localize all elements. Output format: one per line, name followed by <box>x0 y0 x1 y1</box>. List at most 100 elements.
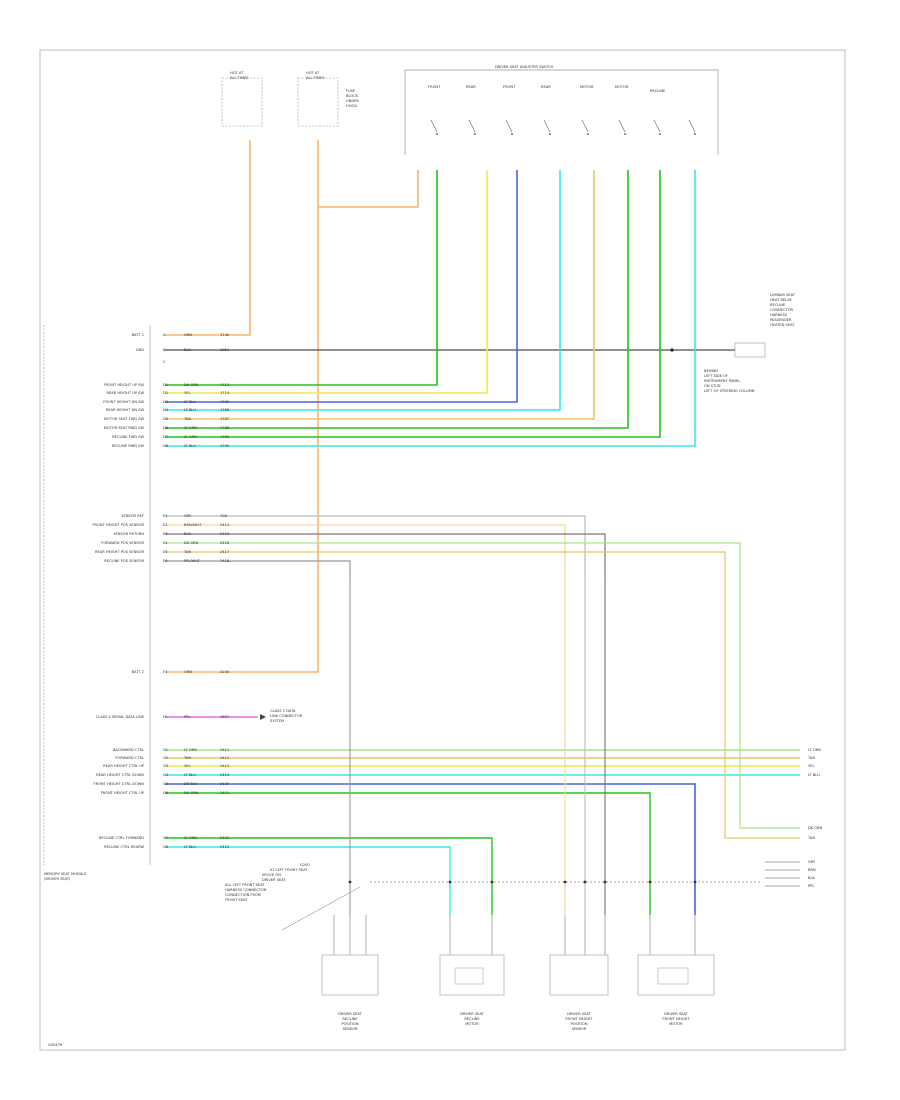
batt2-pin-num-0: F1 <box>163 670 167 674</box>
lower-pin-name-7: RECLINE CTRL REARW <box>104 845 144 849</box>
wire-sensor-3 <box>165 542 741 580</box>
bottom-comp-3-1: FRONT HEIGHT <box>662 1017 690 1021</box>
middle-pin-num-0: E1 <box>163 514 168 518</box>
switch-contact-6 <box>653 119 661 133</box>
switch-terminal-5 <box>624 133 626 135</box>
wire-switch-7 <box>165 170 696 447</box>
switch-terminal-0 <box>436 133 438 135</box>
lower-pin-circ-7: 2423 <box>220 845 229 849</box>
upper-pin-num-7: D5 <box>163 417 168 421</box>
upper-pin-name-10: RECLINE RWD SW <box>112 444 145 448</box>
connector-note-1: ALL LEFT FRONT SEAT <box>225 883 265 887</box>
wire-front-height-up <box>165 792 651 915</box>
bottom-comp-3-0: DRIVER SEAT <box>664 1012 688 1016</box>
upper-pin-circ-1: 1851 <box>220 348 229 352</box>
upper-pin-wire-8: LT GRN <box>184 426 197 430</box>
lower-pin-wire-2: YEL <box>184 764 190 768</box>
switch-terminal-1 <box>474 133 476 135</box>
switch-label-4: REAR <box>541 85 551 89</box>
bottom-comp-1-0: DRIVER SEAT <box>460 1012 484 1016</box>
switch-assembly-title: DRIVER SEAT ADJUSTER SWITCH <box>495 65 553 69</box>
switch-contact-1 <box>468 119 476 133</box>
lower-pin-wire-1: TAN <box>183 756 191 760</box>
upper-pin-circ-10: 1790 <box>220 444 230 448</box>
bottom-comp-0-2: POSITION <box>341 1022 358 1026</box>
splice-dot-4 <box>583 880 587 884</box>
lower-pin-circ-2: 2413 <box>220 764 229 768</box>
right-note-2: HEAT RELAY <box>770 298 793 302</box>
diagram-frame <box>39 49 846 1051</box>
middle-pin-name-5: RECLINE POS SENSOR <box>104 559 144 563</box>
lower-pin-num-2: G3 <box>163 764 168 768</box>
lower-pin-wire-4: DK BLU <box>184 782 198 786</box>
lower-pin-wire-6: LT GRN <box>184 836 197 840</box>
splice-dot-3 <box>563 880 567 884</box>
middle-pin-circ-0: 706 <box>220 514 228 518</box>
fuse-note-3: UNDER <box>346 99 359 103</box>
lower-pin-wire-0: LT GRN <box>184 748 197 752</box>
lower-pin-circ-3: 2419 <box>220 773 230 777</box>
lower-pin-num-3: G4 <box>163 773 169 777</box>
upper-pin-name-9: RECLINE FWD SW <box>112 435 144 439</box>
fuse-note-4: HOOD <box>346 104 357 108</box>
bottom-comp-1-1: RECLINE <box>464 1017 480 1021</box>
upper-pin-wire-1: BLK <box>184 348 191 352</box>
upper-pin-name-3: FRONT HEIGHT UP SW <box>104 383 144 387</box>
upper-pin-circ-9: 1789 <box>220 435 230 439</box>
ground-note-5: LEFT OF STEERING COLUMN <box>704 389 755 393</box>
upper-pin-circ-5: 1785 <box>220 400 229 404</box>
switch-contact-3 <box>543 119 551 133</box>
bottom-comp-2-1: FRONT HEIGHT <box>565 1017 593 1021</box>
module-label-2: (DRIVER SEAT) <box>44 877 71 881</box>
upper-pin-wire-4: YEL <box>184 391 190 395</box>
class2-pin-wire-0: PPL <box>184 715 190 719</box>
wire-sensor-1 <box>165 524 566 580</box>
middle-pin-num-3: E4 <box>163 541 168 545</box>
bottom-comp-2-2: POSITION <box>570 1022 587 1026</box>
switch-label-3: FRONT <box>503 85 516 89</box>
right-note-5: HARNESS <box>770 313 788 317</box>
footer-code: G00476 <box>48 1043 63 1047</box>
driver-seat-switch-assembly: DRIVER SEAT ADJUSTER SWITCH FRONT REAR F… <box>404 65 719 155</box>
switch-contact-4 <box>581 119 589 133</box>
batt2-pin-wire-0: ORN <box>184 670 192 674</box>
lower-pin-wire-5: DK GRN <box>184 791 199 795</box>
wire-switch-4 <box>165 170 595 420</box>
upper-pin-circ-0: 1740 <box>220 333 230 337</box>
upper-pin-num-4: D2 <box>163 391 168 395</box>
middle-pin-circ-1: 2414 <box>220 523 230 527</box>
wire-sensor-2 <box>165 533 606 580</box>
upper-pin-circ-8: 1788 <box>220 426 230 430</box>
ground-splice-3: SPLICE ON <box>262 873 281 877</box>
fuse-note-2: BLOCK <box>346 94 359 98</box>
middle-pin-circ-4: 2417 <box>220 550 229 554</box>
batt2-pin-name-0: BATT 2 <box>132 670 144 674</box>
connector-note-2: HARNESS CONNECTOR <box>225 888 267 892</box>
lower-pin-circ-0: 2411 <box>220 748 229 752</box>
switch-terminal-7 <box>694 133 696 135</box>
lower-pin-wire-7: LT BLU <box>184 845 196 849</box>
lower-pin-circ-4: 2420 <box>220 782 230 786</box>
upper-pin-num-6: D4 <box>163 408 169 412</box>
upper-pin-circ-6: 1786 <box>220 408 230 412</box>
middle-pin-num-5: E6 <box>163 559 168 563</box>
switch-label-1: FRONT <box>428 85 441 89</box>
upper-pin-num-3: D1 <box>163 383 168 387</box>
class2-destination: CLASS 2 DATA LINK CONNECTOR SYSTEM <box>260 709 303 723</box>
wire-rear-pos-right <box>724 580 800 839</box>
upper-pin-wire-9: LT GRN <box>184 435 197 439</box>
fuse-note-1: FUSE <box>346 89 356 93</box>
connector-note-3: CONNECTION FROM <box>225 893 261 897</box>
wire-front-height-down <box>165 783 696 915</box>
lower-pin-num-5: G6 <box>163 791 169 795</box>
middle-pin-num-1: E2 <box>163 523 168 527</box>
fuse-b-line-1: HOT AT <box>306 71 320 75</box>
wire-switch-0 <box>165 170 438 386</box>
lower-pin-num-0: G1 <box>163 748 168 752</box>
lower-pin-num-1: G2 <box>163 756 168 760</box>
splice-dot-5 <box>603 880 607 884</box>
ground-splice-2: AT LEFT FRONT SEAT <box>270 868 308 872</box>
middle-pin-name-1: FRONT HEIGHT POS SENSOR <box>92 523 144 527</box>
class2-pin-name-0: CLASS 2 SERIAL DATA LINE <box>96 715 145 719</box>
